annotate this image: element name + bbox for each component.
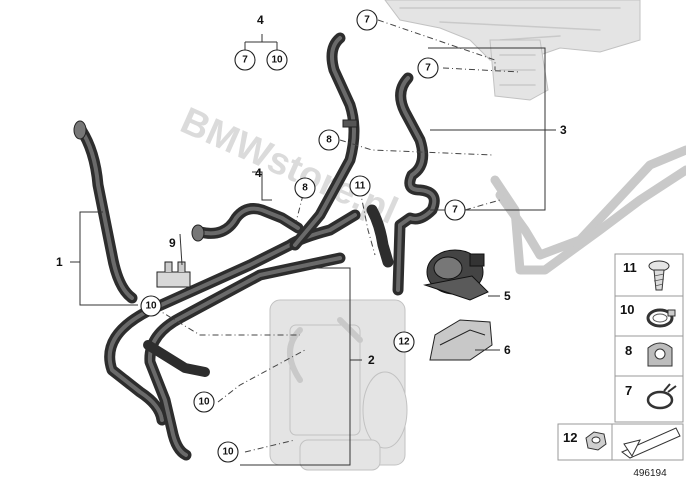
- svg-text:8: 8: [625, 343, 632, 358]
- callout-10-bottom: 10: [217, 441, 239, 463]
- screw-icon: [648, 260, 670, 291]
- svg-text:12: 12: [398, 337, 410, 348]
- legend-item-12: 12: [563, 430, 607, 451]
- ghost-connector-top: [489, 39, 549, 101]
- leader-lines: [70, 34, 556, 466]
- label-part-3: 3: [560, 123, 567, 137]
- hose-4: [191, 203, 304, 242]
- legend-item-8: 8: [625, 342, 673, 367]
- svg-text:10: 10: [222, 447, 234, 458]
- svg-text:7: 7: [625, 383, 632, 398]
- svg-text:7: 7: [425, 63, 431, 74]
- legend-item-10: 10: [620, 302, 676, 328]
- svg-text:11: 11: [355, 181, 366, 192]
- diagram-id: 496194: [633, 468, 667, 479]
- holder-clip-icon: [647, 342, 673, 367]
- spring-clamp-icon: [646, 383, 677, 410]
- hex-nut-icon: [585, 431, 607, 451]
- legend-item-11: 11: [623, 260, 670, 291]
- label-part-1: 1: [56, 255, 63, 269]
- hose-3: [366, 72, 440, 296]
- label-part-6: 6: [504, 343, 511, 357]
- ghost-heater-unit: [269, 299, 408, 471]
- svg-text:10: 10: [620, 302, 634, 317]
- svg-text:10: 10: [271, 55, 283, 66]
- callout-12: 12: [393, 331, 415, 353]
- svg-text:7: 7: [452, 205, 458, 216]
- svg-text:11: 11: [623, 260, 637, 275]
- callout-7-upper: 7: [356, 9, 378, 31]
- callout-10-left: 10: [140, 295, 162, 317]
- svg-text:10: 10: [145, 301, 157, 312]
- dashdot-lines: [154, 19, 521, 453]
- svg-text:7: 7: [364, 15, 370, 26]
- legend-item-7: 7: [625, 383, 677, 410]
- pump-bracket-6: [429, 319, 493, 361]
- svg-text:12: 12: [563, 430, 577, 445]
- clip-9: [156, 261, 191, 288]
- hose-1: [73, 120, 138, 304]
- hose-8-vertical: [289, 32, 360, 251]
- legend-panel: 11 10 8 7: [557, 253, 684, 461]
- label-part-4-top: 4: [257, 13, 264, 27]
- svg-text:7: 7: [242, 55, 248, 66]
- arrow-icon: [621, 427, 681, 459]
- callout-7-lower: 7: [444, 199, 466, 221]
- label-part-5: 5: [504, 289, 511, 303]
- electric-water-pump-5: [423, 249, 489, 301]
- callout-10-middle: 10: [193, 391, 215, 413]
- callout-11: 11: [349, 175, 371, 197]
- callout-10-top: 10: [266, 49, 288, 71]
- callout-7-right: 7: [417, 57, 439, 79]
- label-part-4: 4: [255, 166, 262, 180]
- callout-8-upper: 8: [318, 129, 340, 151]
- svg-text:10: 10: [198, 397, 210, 408]
- callout-8-lower: 8: [294, 177, 316, 199]
- svg-text:8: 8: [326, 135, 332, 146]
- label-part-9: 9: [169, 236, 176, 250]
- hose-clamp-icon: [646, 308, 676, 328]
- callout-7-top: 7: [234, 49, 256, 71]
- label-part-2: 2: [368, 353, 375, 367]
- svg-text:8: 8: [302, 183, 308, 194]
